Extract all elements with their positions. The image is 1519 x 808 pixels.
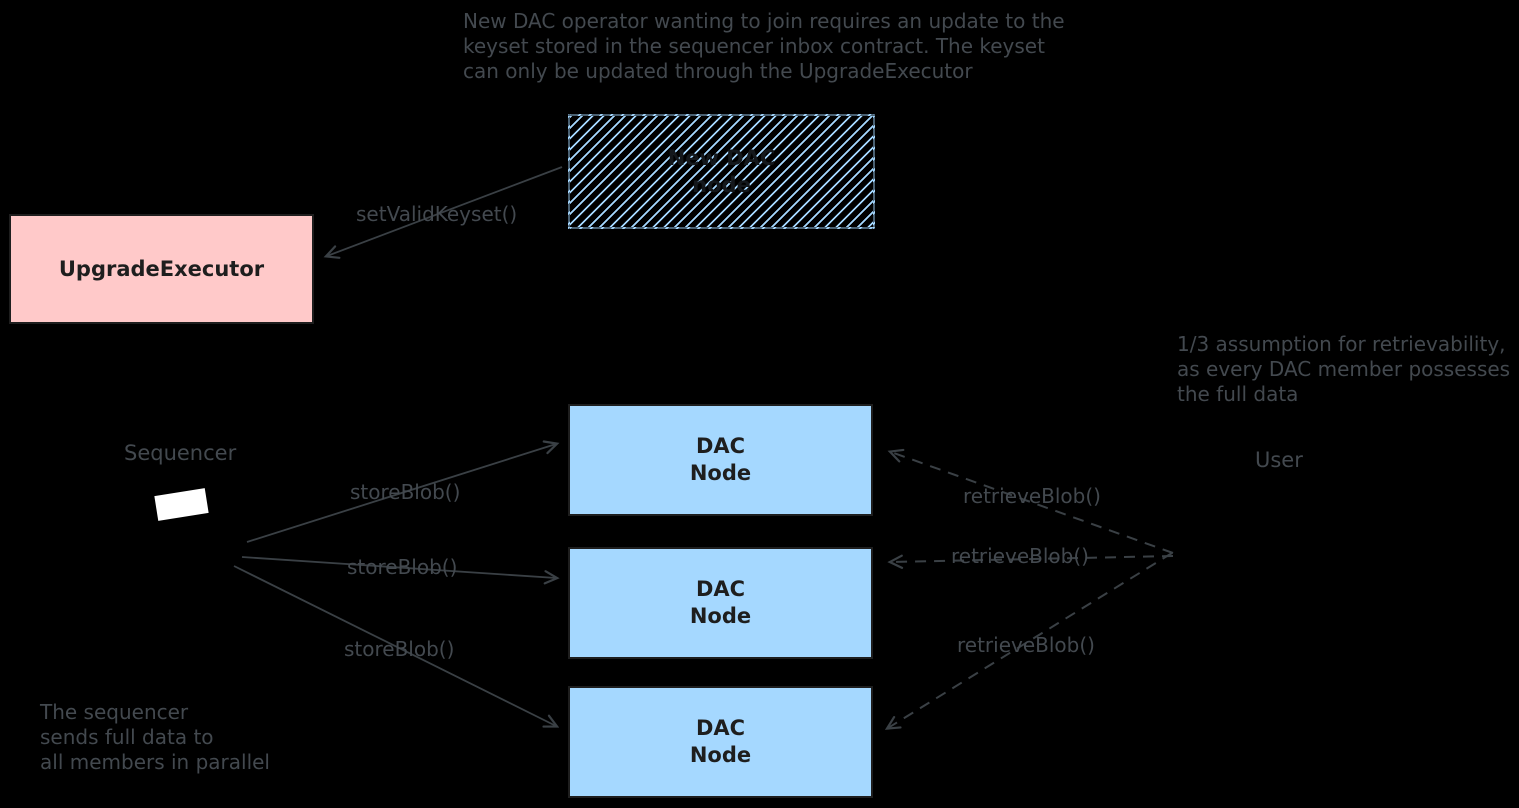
new-dac-node-label-line-2: node (692, 172, 751, 197)
dac-node-2-label-line-2: Node (689, 604, 752, 628)
upgrade-executor-box: UpgradeExecutor (9, 214, 314, 324)
dac-node-2-label-line-1: DAC (695, 577, 746, 601)
user-label: User (1255, 448, 1303, 472)
retrieve-blob-label-3: retrieveBlob() (957, 633, 1095, 657)
dac-node-1-label-line-1: DAC (695, 434, 746, 458)
top-note: New DAC operator wanting to join require… (463, 9, 1065, 84)
upgrade-executor-label: UpgradeExecutor (58, 256, 265, 281)
new-dac-node-box: New DAC node (568, 114, 875, 229)
retrieve-blob-label-1: retrieveBlob() (963, 484, 1101, 508)
sequencer-note-line-3: all members in parallel (40, 750, 270, 774)
dac-node-box-1: DAC Node (568, 404, 873, 516)
set-valid-keyset-label: setValidKeyset() (356, 202, 518, 226)
retrievability-note-line-1: 1/3 assumption for retrievability, (1177, 332, 1506, 356)
sequencer-label: Sequencer (124, 441, 237, 465)
dac-node-3-label-line-1: DAC (695, 716, 746, 740)
store-blob-label-3: storeBlob() (344, 637, 455, 661)
retrievability-note-line-2: as every DAC member possesses (1177, 357, 1511, 381)
dac-node-3-label-line-2: Node (689, 743, 752, 767)
sequencer-icon (154, 488, 209, 521)
dac-node-1-label-line-2: Node (689, 461, 752, 485)
sequencer-note-line-1: The sequencer (40, 700, 189, 724)
retrieve-blob-label-2: retrieveBlob() (951, 544, 1089, 568)
dac-node-box-3: DAC Node (568, 686, 873, 798)
store-blob-label-2: storeBlob() (347, 555, 458, 579)
sequencer-note: The sequencer sends full data to all mem… (40, 700, 270, 775)
top-note-line-1: New DAC operator wanting to join require… (463, 9, 1065, 33)
retrievability-note-line-3: the full data (1177, 382, 1299, 406)
new-dac-node-label-line-1: New DAC (667, 145, 776, 170)
retrievability-note: 1/3 assumption for retrievability, as ev… (1177, 332, 1510, 407)
dac-node-box-2: DAC Node (568, 547, 873, 659)
top-note-line-2: keyset stored in the sequencer inbox con… (463, 34, 1045, 58)
top-note-line-3: can only be updated through the UpgradeE… (463, 59, 973, 83)
sequencer-note-line-2: sends full data to (40, 725, 214, 749)
store-blob-label-1: storeBlob() (350, 480, 461, 504)
